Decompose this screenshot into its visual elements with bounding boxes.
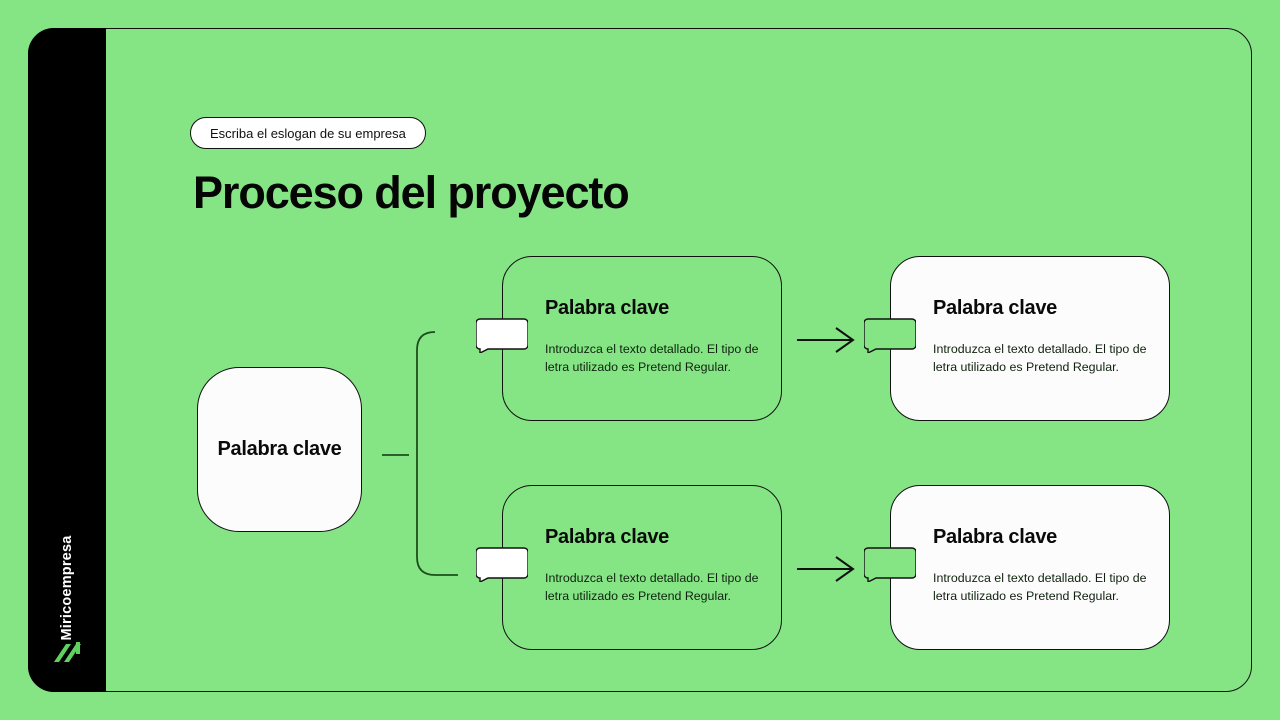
- connector-bracket: [416, 331, 458, 576]
- slogan-pill[interactable]: Escriba el eslogan de su empresa: [190, 117, 426, 149]
- page-title: Proceso del proyecto: [193, 167, 630, 218]
- diagram-card-top-2[interactable]: Palabra clave Introduzca el texto detall…: [864, 256, 1170, 421]
- card-title: Palabra clave: [545, 526, 669, 548]
- diagram-root-node[interactable]: Palabra clave: [197, 367, 362, 532]
- speech-bubble-icon: [864, 318, 916, 353]
- brand-name: Miricoempresa: [59, 535, 75, 641]
- card-body: Introduzca el texto detallado. El tipo d…: [545, 342, 759, 374]
- speech-bubble-icon: [476, 547, 528, 582]
- card-title: Palabra clave: [933, 526, 1057, 548]
- card-title: Palabra clave: [545, 297, 669, 319]
- speech-bubble-icon: [864, 547, 916, 582]
- speech-bubble-icon: [476, 318, 528, 353]
- arrow-top: [797, 327, 855, 353]
- diagram-card-bottom-1[interactable]: Palabra clave Introduzca el texto detall…: [476, 485, 782, 650]
- sidebar-rail: Miricoempresa: [28, 28, 106, 692]
- diagram-root-label: Palabra clave: [217, 438, 342, 460]
- card-body: Introduzca el texto detallado. El tipo d…: [933, 571, 1147, 603]
- diagonal-stripes-logo-icon: [54, 642, 81, 662]
- card-body: Introduzca el texto detallado. El tipo d…: [933, 342, 1147, 374]
- arrow-bottom: [797, 556, 855, 582]
- diagram-card-bottom-2[interactable]: Palabra clave Introduzca el texto detall…: [864, 485, 1170, 650]
- card-body: Introduzca el texto detallado. El tipo d…: [545, 571, 759, 603]
- diagram-card-top-1[interactable]: Palabra clave Introduzca el texto detall…: [476, 256, 782, 421]
- card-title: Palabra clave: [933, 297, 1057, 319]
